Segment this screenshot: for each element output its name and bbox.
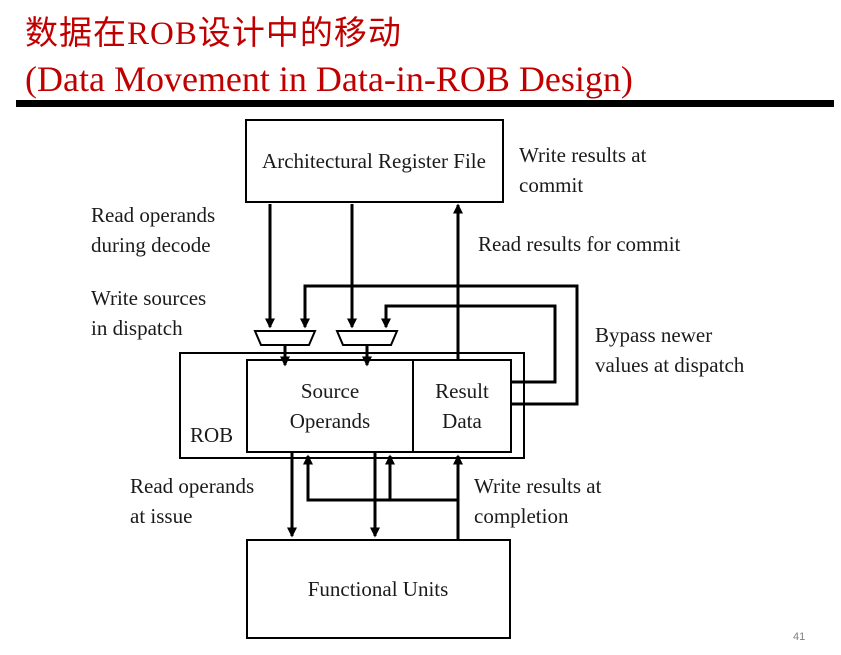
source-operands-label-line2: Operands: [290, 409, 370, 433]
right-mux: [335, 330, 399, 346]
write-commit-label-line2: commit: [519, 173, 583, 197]
write-completion-label-line1: Write results at: [474, 474, 602, 498]
read-decode-label-line2: during decode: [91, 233, 211, 257]
title-divider: [16, 100, 834, 107]
result-data-label-line1: Result: [435, 379, 489, 403]
read-issue-label-line2: at issue: [130, 504, 192, 528]
result-data-box: [412, 359, 512, 453]
arf-label: Architectural Register File: [262, 149, 486, 173]
bypass-label-line2: values at dispatch: [595, 353, 745, 377]
left-mux: [253, 330, 317, 346]
bypass-loop-left-mux: [300, 284, 579, 406]
write-dispatch-label-line1: Write sources: [91, 286, 206, 310]
result-data-label-line2: Data: [442, 409, 482, 433]
write-completion-label-line2: completion: [474, 504, 569, 528]
arf-box: [245, 119, 504, 203]
bypass-loop-right-mux: [381, 304, 557, 384]
page-number: 41: [793, 631, 806, 643]
completion-bypass-left: [303, 454, 458, 502]
read-decode-label-line1: Read operands: [91, 203, 215, 227]
write-commit-label-line1: Write results at: [519, 143, 647, 167]
source-operands-label-line1: Source: [301, 379, 359, 403]
rob-label: ROB: [190, 423, 233, 447]
write-dispatch-label-line2: in dispatch: [91, 316, 183, 340]
read-issue-label-line1: Read operands: [130, 474, 254, 498]
bypass-label-line1: Bypass newer: [595, 323, 712, 347]
slide-title-chinese: 数据在ROB设计中的移动: [25, 16, 402, 52]
functional-units-box: [246, 539, 511, 639]
slide-title-english: (Data Movement in Data-in-ROB Design): [25, 59, 633, 99]
read-commit-label: Read results for commit: [478, 232, 681, 256]
source-operands-box: [246, 359, 414, 453]
functional-units-label: Functional Units: [308, 577, 449, 601]
